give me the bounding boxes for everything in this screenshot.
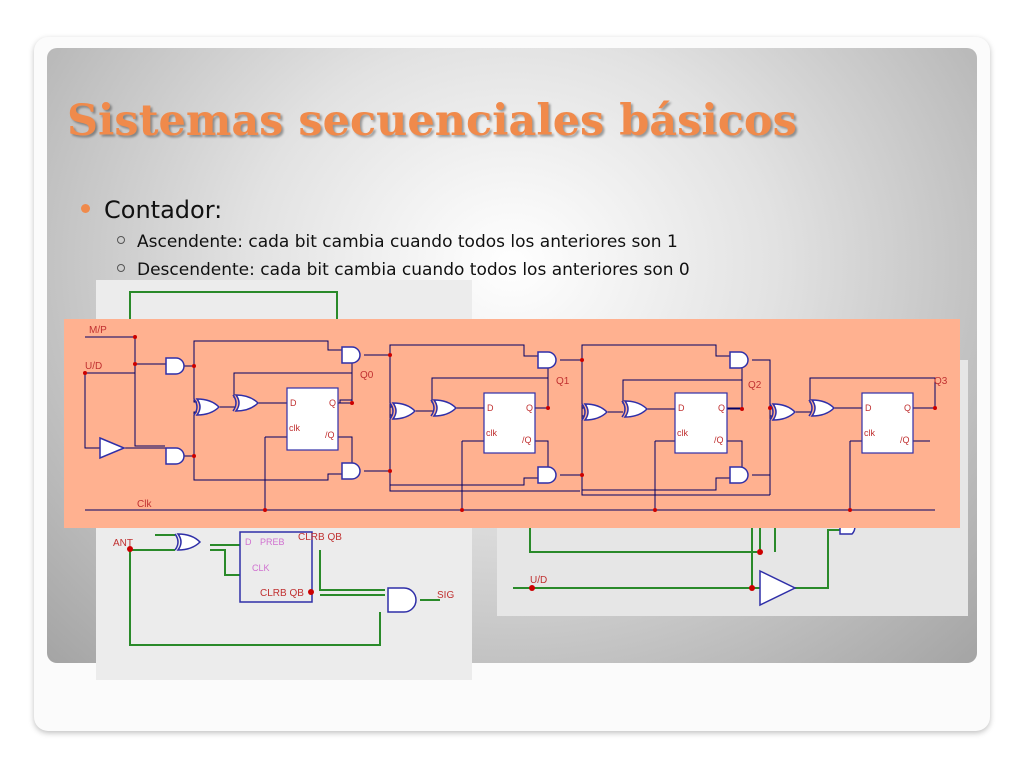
label-sig: SIG (437, 590, 454, 601)
flipflop-0-pins: D Q clk /Q (289, 398, 336, 440)
label-clrb-qb-top: CLRB QB (298, 532, 342, 543)
subbullet-descendente: Descendente: cada bit cambia cuando todo… (117, 260, 690, 280)
svg-text:clk: clk (486, 428, 497, 438)
slide-title: Sistemas secuenciales básicos (67, 96, 797, 146)
svg-text:Q: Q (718, 403, 725, 413)
svg-text:clk: clk (864, 428, 875, 438)
label-d: D (245, 537, 252, 547)
svg-text:D: D (865, 403, 872, 413)
label-ant: ANT (113, 538, 133, 549)
subbullet-circle-icon (117, 264, 125, 272)
subbullet-text: Ascendente: cada bit cambia cuando todos… (137, 232, 678, 252)
svg-text:/Q: /Q (714, 435, 724, 445)
flipflop-0 (286, 387, 339, 451)
label-updown: U/D (85, 361, 102, 372)
svg-text:/Q: /Q (900, 435, 910, 445)
svg-text:Q: Q (526, 403, 533, 413)
label-clrb-qb: CLRB QB (260, 588, 304, 599)
bullet-text: Contador: (104, 196, 223, 224)
label-preb: PREB (260, 537, 285, 547)
label-mode: M/P (89, 325, 107, 336)
subbullet-circle-icon (117, 236, 125, 244)
label-q0: Q0 (360, 370, 374, 381)
svg-text:/Q: /Q (325, 430, 335, 440)
label-q3: Q3 (934, 376, 948, 387)
and-gate-bg (387, 587, 417, 613)
flipflop-3 (861, 392, 914, 454)
bullet-contador: Contador: (81, 196, 222, 224)
subbullet-ascendente: Ascendente: cada bit cambia cuando todos… (117, 232, 678, 252)
flipflop-bg (239, 531, 313, 603)
buffer-gate-bg (759, 569, 797, 607)
label-q1: Q1 (556, 376, 570, 387)
flipflop-2 (674, 392, 728, 454)
label-updown-bg: U/D (530, 575, 547, 586)
svg-text:Q: Q (329, 398, 336, 408)
svg-text:D: D (487, 403, 494, 413)
flipflop-3-pins: D Q clk /Q (864, 403, 911, 445)
svg-text:D: D (290, 398, 297, 408)
flipflop-2-pins: D Q clk /Q (677, 403, 725, 445)
label-q2: Q2 (748, 380, 762, 391)
svg-text:clk: clk (289, 423, 300, 433)
counter-schematic: M/P U/D Clk Q0 Q1 Q2 Q3 D Q clk /Q D Q c… (64, 319, 960, 528)
flipflop-1 (483, 392, 536, 454)
svg-text:Q: Q (904, 403, 911, 413)
svg-text:clk: clk (677, 428, 688, 438)
subbullet-text: Descendente: cada bit cambia cuando todo… (137, 260, 690, 280)
flipflop-1-pins: D Q clk /Q (486, 403, 533, 445)
buffer-gate (99, 436, 126, 460)
label-clk: CLK (252, 563, 270, 573)
bullet-dot-icon (81, 203, 90, 213)
label-clock: Clk (137, 499, 152, 510)
svg-text:D: D (678, 403, 685, 413)
svg-text:/Q: /Q (522, 435, 532, 445)
